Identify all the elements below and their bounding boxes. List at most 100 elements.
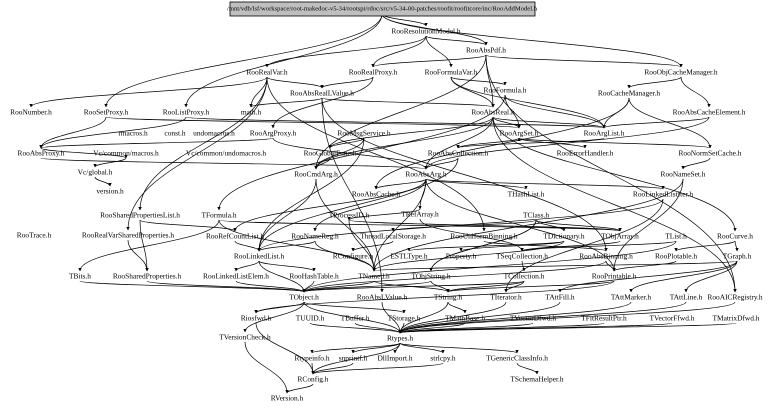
node-tnamed[interactable]: TNamed.h [358,272,390,281]
node-tfitresultptr[interactable]: TFitResultPtr.h [581,314,627,323]
node-snprintf[interactable]: snprintf.h [339,354,368,363]
node-tschemahelper[interactable]: TSchemaHelper.h [510,375,563,384]
node-roonumber[interactable]: RooNumber.h [10,108,52,117]
node-rooabsbinning[interactable]: RooAbsBinning.h [579,252,633,261]
node-roolistproxy[interactable]: RooListProxy.h [163,108,210,117]
node-tseqcollection[interactable]: TSeqCollection.h [496,252,548,261]
node-tvectordfwd[interactable]: TVectorDfwd.h [510,314,556,323]
node-tvectorffwd[interactable]: TVectorFfwd.h [650,314,695,323]
node-tobjstring[interactable]: TObjString.h [411,272,450,281]
node-rooabscollection[interactable]: RooAbsCollection.h [428,149,489,158]
node-tattline[interactable]: TAttLine.h [670,293,703,302]
edge-vc-global-to-version [94,176,112,187]
node-version[interactable]: version.h [96,187,124,196]
node-rmacros[interactable]: rmacros.h [118,129,148,138]
node-rooabsproxy[interactable]: RooAbsProxy.h [18,149,65,158]
node-rooerrorhandler[interactable]: RooErrorHandler.h [557,149,614,158]
node-rooabsreal[interactable]: RooAbsReal.h [471,108,515,117]
node-rooarglist[interactable]: RooArgList.h [584,129,625,138]
node-rooformulavar[interactable]: RooFormulaVar.h [425,68,478,77]
node-rconfigure[interactable]: RConfigure.h [333,252,374,261]
node-roohashtable[interactable]: RooHashTable.h [289,272,339,281]
node-threadlocalstorage[interactable]: ThreadLocalStorage.h [360,232,426,241]
node-rooresolutionmodel[interactable]: RooResolutionModel.h [391,27,460,36]
node-roocurve[interactable]: RooCurve.h [717,232,753,241]
node-rooargset[interactable]: RooArgSet.h [500,129,539,138]
node-roonamereg[interactable]: RooNameReg.h [291,232,339,241]
node-roocmdarg[interactable]: RooCmdArg.h [294,170,338,179]
node-tlist[interactable]: TList.h [665,232,687,241]
node-rooabscacheelement[interactable]: RooAbsCacheElement.h [673,108,746,117]
node-tcollection[interactable]: TCollection.h [504,272,545,281]
node-tbuffer[interactable]: TBuffer.h [341,314,370,323]
node-roocachemanager[interactable]: RooCacheManager.h [598,89,660,98]
node-rconfig[interactable]: RConfig.h [297,375,328,384]
node-roorealvar[interactable]: RooRealVar.h [246,68,288,77]
node-roonormsetcache[interactable]: RooNormSetCache.h [678,149,741,158]
node-rooargproxy[interactable]: RooArgProxy.h [250,129,297,138]
node-math[interactable]: math.h [241,108,262,117]
node-roosetproxy[interactable]: RooSetProxy.h [84,108,129,117]
node-roouniformbinning[interactable]: RooUniformBinning.h [450,232,517,241]
node-roorefcountlist[interactable]: RooRefCountList.h [206,232,264,241]
node-rtypeinfo[interactable]: Rtypeinfo.h [294,354,329,363]
node-tstring[interactable]: TString.h [434,293,462,302]
node-tdictionary[interactable]: TDictionary.h [543,232,584,241]
node-rooabslvalue[interactable]: RooAbsLValue.h [357,293,408,302]
node-roosharedpropertieslist[interactable]: RooSharedPropertiesList.h [100,211,180,220]
node-roorealvarsharedproperties[interactable]: RooRealVarSharedProperties.h [82,231,174,240]
node-titerator[interactable]: TIterator.h [490,293,522,302]
node-tattmarker[interactable]: TAttMarker.h [611,293,652,302]
node-tclass[interactable]: TClass.h [523,211,549,220]
node-rooabscache[interactable]: RooAbsCache.h [352,190,401,199]
node-rootrace[interactable]: RooTrace.h [17,231,52,240]
node-undomacros[interactable]: undomacros.h [193,129,235,138]
node-rooglobalfunc[interactable]: RooGlobalFunc.h [304,149,357,158]
node-estltype[interactable]: ESTLType.h [390,252,427,261]
node-rooobjcachemanager[interactable]: RooObjCacheManager.h [644,68,718,77]
node-tuuid[interactable]: TUUID.h [296,314,325,323]
node-const[interactable]: const.h [164,129,185,138]
node-tbits[interactable]: TBits.h [69,272,91,281]
edge-roorealvar-to-rooabsreallvalue [266,76,324,89]
node-roorealproxy[interactable]: RooRealProxy.h [349,68,398,77]
node-rooformula[interactable]: RooFormula.h [484,86,527,95]
node-vc-global[interactable]: Vc/global.h [78,168,113,177]
node-rooabsreallvalue[interactable]: RooAbsRealLValue.h [290,89,354,98]
node-tversioncheck[interactable]: TVersionCheck.h [219,333,271,342]
node-thashlist[interactable]: THashList.h [508,190,545,199]
node-property[interactable]: Property.h [446,252,477,261]
node-roolinkedlistelem[interactable]: RooLinkedListElem.h [203,272,269,281]
root-node[interactable]: /mnt/vdb/lsf/workspace/root-makedoc-v5-3… [227,1,538,17]
node-rooprintable[interactable]: RooPrintable.h [592,272,637,281]
node-tstorage[interactable]: TStorage.h [388,314,421,323]
node-rversion[interactable]: RVersion.h [271,394,304,403]
node-roolinkedlistiter[interactable]: RooLinkedListIter.h [633,190,693,199]
node-rooplotable[interactable]: RooPlotable.h [655,252,697,261]
node-tprocessid[interactable]: TProcessID.h [329,211,370,220]
node-roonameset[interactable]: RooNameSet.h [661,170,706,179]
node-strlcpy[interactable]: strlcpy.h [430,354,455,363]
node-tformula[interactable]: TFormula.h [201,211,236,220]
node-rtypes[interactable]: Rtypes.h [387,334,413,343]
node-tobject[interactable]: TObject.h [289,293,319,302]
node-rooabsarg[interactable]: RooAbsArg.h [405,170,446,179]
node-tattfill[interactable]: TAttFill.h [545,293,574,302]
node-roomsgservice[interactable]: RooMsgService.h [337,129,390,138]
node-tmathbase[interactable]: TMathBase.h [445,314,485,323]
node-roosharedproperties[interactable]: RooSharedProperties.h [113,272,182,281]
node-tmatrixdfwd[interactable]: TMatrixDfwd.h [712,314,759,323]
node-dllimport[interactable]: DllImport.h [377,354,412,363]
node-vc-common-undomacros[interactable]: Vc/common/undomacros.h [186,149,267,158]
edge-rooargproxy-to-rooabsarg [272,137,428,170]
node-tgenericclassinfo[interactable]: TGenericClassInfo.h [486,354,548,363]
node-tobjarray[interactable]: TObjArray.h [601,232,639,241]
node-tgraph[interactable]: TGraph.h [723,252,752,261]
node-riosfwd[interactable]: Riosfwd.h [241,314,272,323]
node-rooabspdf[interactable]: RooAbsPdf.h [466,46,506,55]
node-rooaicregistry[interactable]: RooAICRegistry.h [707,293,762,302]
edge-tclass-to-tobjstring [429,219,537,272]
node-vc-common-macros[interactable]: Vc/common/macros.h [93,149,159,158]
node-roolinkedlist[interactable]: RooLinkedList.h [234,252,285,261]
node-trefarray[interactable]: TRefArray.h [401,210,439,219]
